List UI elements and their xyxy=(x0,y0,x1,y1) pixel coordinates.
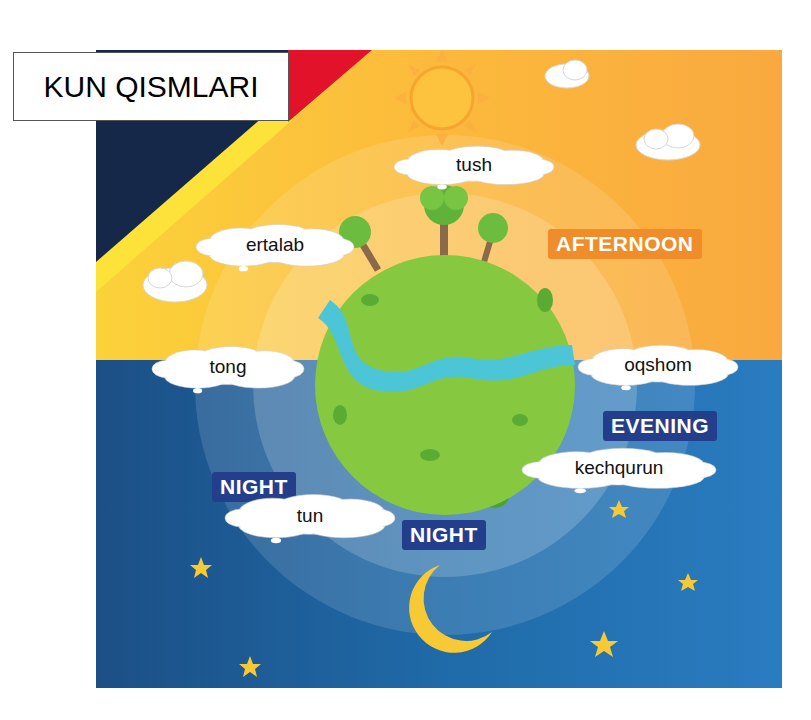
time-banner: NIGHT xyxy=(402,520,486,550)
speech-cloud: kechqurun xyxy=(522,445,716,495)
time-banner: NIGHT xyxy=(212,472,296,502)
title-box: KUN QISMLARI xyxy=(13,52,289,121)
cloud-text: oqshom xyxy=(624,354,692,376)
time-banner: EVENING xyxy=(603,411,717,441)
speech-cloud: tong xyxy=(152,343,304,395)
speech-cloud: oqshom xyxy=(578,342,738,392)
title-text: KUN QISMLARI xyxy=(43,70,258,104)
speech-cloud: tush xyxy=(394,143,554,191)
cloud-text: tush xyxy=(456,154,492,176)
cloud-text: tun xyxy=(297,505,323,527)
cloud-text: ertalab xyxy=(246,234,304,256)
speech-cloud: ertalab xyxy=(196,221,354,273)
cloud-text: tong xyxy=(210,356,247,378)
time-banner: AFTERNOON xyxy=(548,229,702,259)
speech-cloud: tun xyxy=(225,491,395,545)
cloud-text: kechqurun xyxy=(575,457,664,479)
